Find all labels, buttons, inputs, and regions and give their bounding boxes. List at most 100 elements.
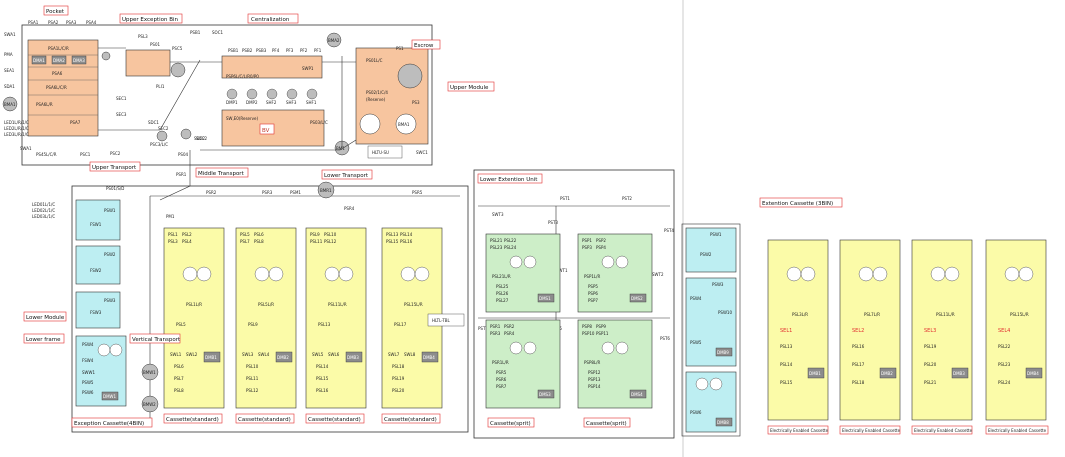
std-top-sensor: PSL4 [182,239,192,244]
ut-part-3: BMA2 [328,38,340,43]
exc-bin-3: PSW3 [104,298,116,303]
exc-bin-2: PSW2 [104,252,116,257]
label-cass-std-3: Cassette(standard) [308,417,361,423]
lt-sensor-3: PSR3 [262,190,273,195]
label-upper-exception: Upper Exception Bin [122,17,179,23]
exc-label-4: FSW4 [82,358,94,363]
label-lower-module: Lower Module [26,315,65,321]
pocket-led-3: LED3L/R/1/C [4,132,29,137]
lext-switch-3: SWT3 [492,212,504,217]
lext-motor-label: DMS1 [539,296,551,301]
lext-tag: PSP13 [588,377,601,382]
std-top-sensor: PSL10 [324,232,337,237]
uex-part-7: PLI1 [156,84,165,89]
label-middle-transport: Middle Transport [198,171,245,177]
std-top-sensor: PSL12 [324,239,337,244]
exc-label-2: FSW2 [90,268,102,273]
lext-tag: PSP5 [588,284,598,289]
uex-roller-2 [102,52,110,60]
exc-label-3: FSW3 [90,310,102,315]
std-tag: PSL14 [316,364,329,369]
cen-motor-1: DMP1 [226,100,238,105]
bv-note: SW,E0(Reserve) [226,116,258,121]
label-upper-module: Upper Module [450,85,489,91]
lext-mid-label: PSL21L/R [492,274,511,279]
std-switch: SWL6 [328,352,340,357]
upper-exception-area [126,50,170,76]
elec-tag: SEL3 [924,328,936,334]
elec-bin: PSL19 [924,344,937,349]
elec-roller [873,267,887,281]
elec-cassette-4: PSL15L/RSEL4PSL22PSL23PSL24DMB4 [986,240,1046,420]
lext-roller [524,256,536,268]
elec-cassette-body [986,240,1046,420]
std-cassette-body [306,228,366,408]
lext-top-sensor: PSP4 [596,245,606,250]
exc-bin-1: PSW1 [104,208,116,213]
escrow-part-4: PS1 [396,46,404,51]
cen-motors [227,89,317,99]
std-top-sensor: PSL14 [400,232,413,237]
pocket-row-5: PSA6L/R [36,102,53,107]
std-roller [325,267,339,281]
electric-cassettes: PSL3L/RSEL1PSL13PSL14PSL15DMB1PSL7L/RSEL… [768,240,1046,420]
elec-motor-label: DMB3 [953,371,965,376]
std-top-sensor: PSL2 [182,232,192,237]
std-roller [339,267,353,281]
elec-bin: PSL18 [852,380,865,385]
lt-sensor-4: PSR4 [344,206,355,211]
lext-motor-label: DMS3 [539,392,551,397]
elec-bin: PSL15 [780,380,793,385]
elec-bin: PSL22 [998,344,1011,349]
elec-mid-label: PSL15L/R [1010,312,1029,317]
cen-motor-5: SHF1 [306,100,317,105]
std-bin-label: PSL17 [394,322,407,327]
ut-part-5: SDC2 [194,136,205,141]
std-roller [269,267,283,281]
elec-roller [931,267,945,281]
elec-cassette-body [912,240,972,420]
lt-sensor-1: PSR1 [176,172,187,177]
label-elec-1: Electrically Enabled Cassette [770,428,829,433]
cen-motor-4: SHF3 [286,100,297,105]
lext-top-sensor: PSR2 [504,324,515,329]
cen-sensor-5: PF3 [286,48,294,53]
escrow-part-3: (Reserve) [366,97,386,102]
escrow-part-5: PS3 [412,100,420,105]
std-cassette-1: PSL1PSL2PSL3PSL4PSL1L/RPSL5PSL6PSL7PSL8S… [164,228,224,408]
lext-tag: PSL25 [496,284,509,289]
label-cass-split-2: Cassette(sprit) [586,421,627,427]
lower-ext-note: HLTL-TBL [432,318,451,323]
standard-cassettes: PSL1PSL2PSL3PSL4PSL1L/RPSL5PSL6PSL7PSL8S… [164,228,442,408]
label-cass-std-2: Cassette(standard) [238,417,291,423]
lext-tag: PSR7 [496,384,507,389]
exc-label-1: FSW1 [90,222,102,227]
label-extension-cassette: Extention Cassette (3BIN) [762,201,833,207]
std-tag: PSL7 [174,376,184,381]
std-mid-label: PSL15L/R [404,302,423,307]
pocket-motor-2: DMA2 [53,58,65,63]
ut-part-10: SWC1 [416,150,428,155]
elec-cassette-body [768,240,828,420]
std-switch: SWL7 [388,352,400,357]
std-top-sensor: PSL13 [386,232,399,237]
cen-sensor-2: PSB2 [242,48,253,53]
lext-unit-1: PSL21PSL22PSL23PSL24PSL21L/RPSL25PSL26PS… [486,234,560,312]
escrow-part-6: BMA1 [398,122,410,127]
pocket-bottom-1: PS45L/C/R [36,152,57,157]
lext-tag: PSP14 [588,384,601,389]
elec-roller [945,267,959,281]
pocket-row-3: PSA6 [52,71,63,76]
pocket-side-1: SWA1 [4,32,16,37]
lext-mid-label: PSP8L/R [584,360,600,365]
label-lower-transport: Lower Transport [324,173,369,179]
lext-roller [602,256,614,268]
lext-top-sensor: PSP9 [596,324,606,329]
cen-motor-2: DMP2 [246,100,258,105]
exception-cassette-bins [76,200,126,406]
std-top-sensor: PSL5 [240,232,250,237]
uex-part-4: SEC1 [116,96,127,101]
elec-tag: SEL2 [852,328,864,334]
label-cass-std-1: Cassette(standard) [166,417,219,423]
